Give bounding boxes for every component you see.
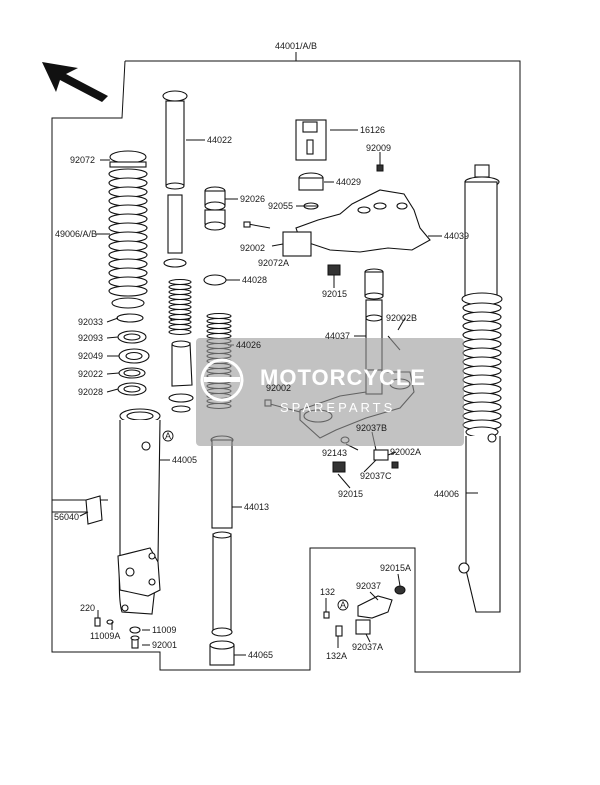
top-cap-assembly	[295, 119, 384, 210]
label-92015-b: 92015	[338, 489, 363, 499]
drain-screw-parts	[94, 617, 141, 649]
label-92015-a: 92015	[322, 289, 347, 299]
svg-text:A: A	[165, 431, 171, 441]
label-44029: 44029	[336, 177, 361, 187]
fork-boot-left	[108, 150, 148, 309]
label-plate	[85, 495, 103, 525]
outer-fork-tube-left	[117, 408, 161, 615]
front-direction-arrow-icon	[42, 62, 108, 102]
leader-lines	[79, 129, 478, 656]
label-16126: 16126	[360, 125, 385, 135]
label-92037: 92037	[356, 581, 381, 591]
label-92033: 92033	[78, 317, 103, 327]
label-44065: 44065	[248, 650, 273, 660]
label-92028: 92028	[78, 387, 103, 397]
label-92001: 92001	[152, 640, 177, 650]
label-44022: 44022	[207, 135, 232, 145]
watermark: MOTORCYCLE SPAREPARTS	[196, 338, 464, 446]
label-92002-c: 92002	[266, 383, 291, 393]
seal-ring-stack	[116, 313, 150, 396]
label-92093: 92093	[78, 333, 103, 343]
label-44005: 44005	[172, 455, 197, 465]
label-11009: 11009	[152, 625, 176, 635]
label-56040: 56040	[54, 512, 79, 522]
label-92072a: 92072A	[258, 258, 289, 268]
upper-triple-clamp	[243, 189, 431, 276]
label-44026: 44026	[236, 340, 261, 350]
assembly-boundary	[51, 60, 521, 673]
watermark-sub: SPAREPARTS	[280, 400, 395, 415]
watermark-logo-icon	[200, 358, 244, 402]
label-92002-a: 92002	[240, 243, 265, 253]
label-92009: 92009	[366, 143, 391, 153]
label-assembly: 44001/A/B	[275, 41, 317, 51]
label-92143: 92143	[322, 448, 347, 458]
label-92002a: 92002A	[390, 447, 421, 457]
label-132a: 132A	[326, 651, 347, 661]
label-44037: 44037	[325, 331, 350, 341]
watermark-brand: MOTORCYCLE	[260, 365, 426, 390]
part-labels: 44001/A/B 16126 92009 44029 92055 44039 …	[54, 41, 469, 661]
label-44028: 44028	[242, 275, 267, 285]
label-92022: 92022	[78, 369, 103, 379]
svg-text:A: A	[340, 600, 346, 610]
ref-marker-a-upper: A	[162, 430, 174, 442]
fork-assembly-right	[458, 164, 503, 613]
label-92037b: 92037B	[356, 423, 387, 433]
washer-44028	[203, 274, 227, 286]
fork-bushings	[204, 186, 226, 231]
damper-rod	[209, 435, 235, 666]
label-92026: 92026	[240, 194, 265, 204]
label-132: 132	[320, 587, 335, 597]
label-44006: 44006	[434, 489, 459, 499]
label-44039: 44039	[444, 231, 469, 241]
ref-marker-a-lower: A	[337, 599, 349, 611]
label-92072: 92072	[70, 155, 95, 165]
label-92037a: 92037A	[352, 642, 383, 652]
label-11009a: 11009A	[90, 631, 120, 641]
fork-spring-left	[168, 278, 192, 336]
label-220: 220	[80, 603, 95, 613]
label-49006: 49006/A/B	[55, 229, 97, 239]
damper-piston	[168, 340, 194, 413]
label-44013: 44013	[244, 502, 269, 512]
hose-guide-bracket	[323, 585, 406, 637]
label-92002b: 92002B	[386, 313, 417, 323]
label-92015a: 92015A	[380, 563, 411, 573]
label-92037c: 92037C	[360, 471, 392, 481]
label-92049: 92049	[78, 351, 103, 361]
label-92055: 92055	[268, 201, 293, 211]
